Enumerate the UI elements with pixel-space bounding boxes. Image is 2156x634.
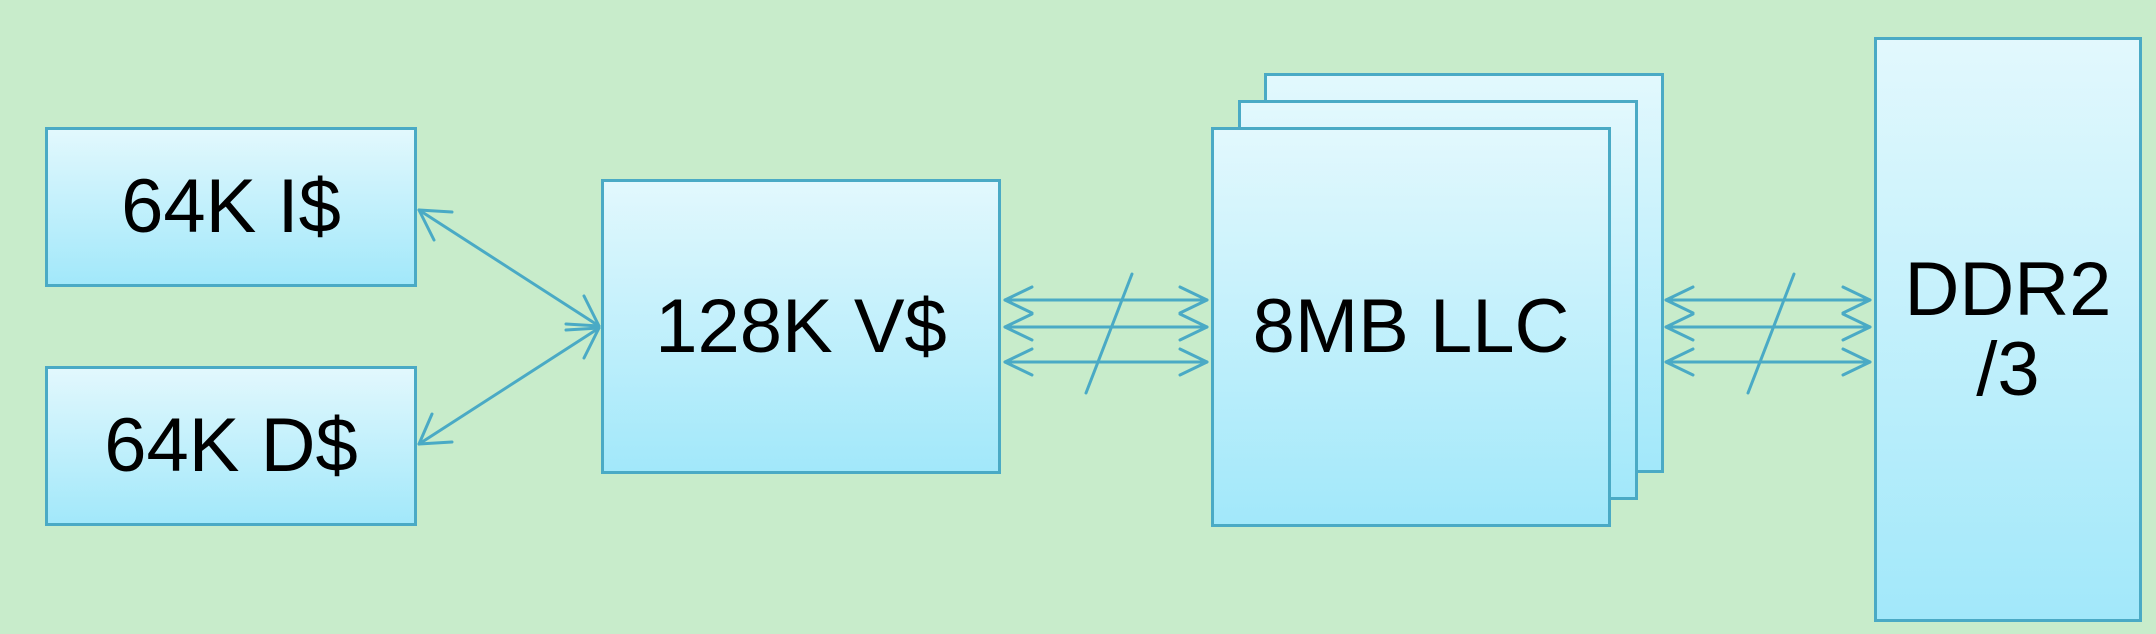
icache-block: 64K I$ — [45, 127, 417, 287]
dcache-block: 64K D$ — [45, 366, 417, 526]
llc-block: 8MB LLC — [1211, 127, 1611, 527]
vcache-label: 128K V$ — [655, 283, 947, 369]
dram-label-line2: /3 — [1976, 326, 2040, 412]
dram-label: DDR2 /3 — [1904, 246, 2112, 412]
dcache-label: 64K D$ — [104, 403, 358, 489]
vcache-block: 128K V$ — [601, 179, 1001, 474]
icache-vcache-arrow — [417, 208, 601, 328]
icache-label: 64K I$ — [121, 164, 341, 250]
llc-label: 8MB LLC — [1252, 284, 1570, 370]
dram-block: DDR2 /3 — [1874, 37, 2142, 622]
dram-label-line1: DDR2 — [1904, 246, 2112, 332]
vcache-llc-bus — [1003, 272, 1209, 395]
llc-dram-bus — [1664, 272, 1872, 395]
dcache-vcache-arrow — [417, 326, 601, 446]
